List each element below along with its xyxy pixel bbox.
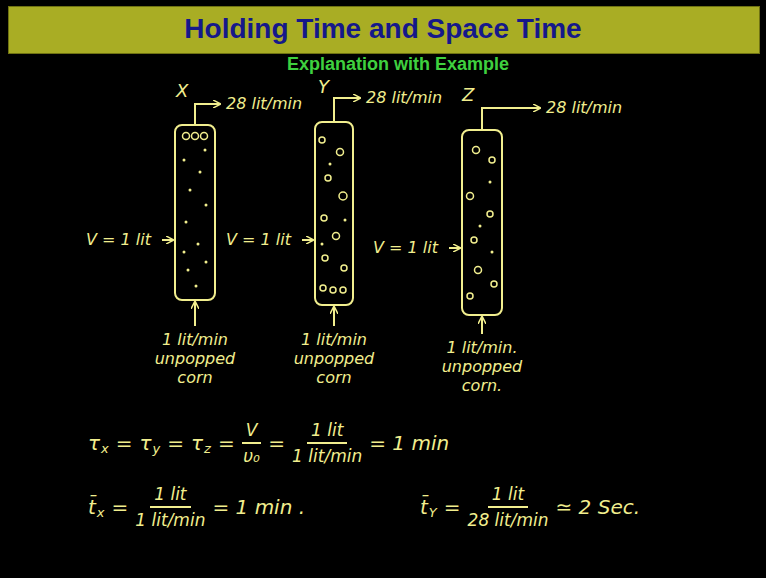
reactor-tube <box>315 122 353 305</box>
denominator: 1 lit/min <box>292 444 362 466</box>
fraction: 1 lit1 lit/min <box>292 420 362 466</box>
fraction: 1 lit1 lit/min <box>135 484 205 530</box>
denominator: 1 lit/min <box>135 508 205 530</box>
numerator: V <box>242 420 262 444</box>
denominator: 28 lit/min <box>468 508 549 530</box>
inlet-arrow <box>194 302 196 326</box>
outlet-arrow <box>195 104 220 125</box>
volume-label: V = 1 lit <box>86 230 151 249</box>
denominator: υ₀ <box>243 444 260 466</box>
numerator: 1 lit <box>488 484 528 508</box>
outflow-rate: 28 lit/min <box>366 88 442 107</box>
slide-title: Holding Time and Space Time <box>184 13 581 45</box>
symbol: τ <box>140 431 152 455</box>
subscripted-symbol: τx <box>88 431 109 455</box>
symbol: τ <box>191 431 203 455</box>
fraction: Vυ₀ <box>242 420 262 466</box>
subscript: Y <box>429 505 437 520</box>
equation-text: = <box>444 495 461 519</box>
numerator: 1 lit <box>307 420 347 444</box>
subscripted-symbol: t̄Y <box>420 495 437 519</box>
outlet-arrow <box>482 108 540 130</box>
inlet-arrow <box>481 317 483 334</box>
unpopped-corn <box>183 149 494 288</box>
subtitle: Explanation with Example <box>287 54 509 75</box>
subscript: z <box>204 441 211 456</box>
inlet-arrow <box>333 307 335 326</box>
volume-arrow <box>302 239 313 241</box>
symbol: τ <box>88 431 100 455</box>
equation-text: = <box>116 431 133 455</box>
outlet-arrow <box>334 98 360 122</box>
subscripted-symbol: t̄x <box>88 495 105 519</box>
reactor-name: Y <box>318 76 329 98</box>
equation-text: = 1 min . <box>212 495 305 519</box>
popped-corn <box>183 133 498 300</box>
volume-label: V = 1 lit <box>226 230 291 249</box>
feed-label: 1 lit/min unpopped corn <box>281 330 387 388</box>
subscript: x <box>97 505 105 520</box>
volume-arrow <box>449 247 460 249</box>
equation-row: t̄x=1 lit1 lit/min= 1 min . <box>88 484 305 530</box>
volume-label: V = 1 lit <box>373 238 438 257</box>
subscripted-symbol: τy <box>140 431 161 455</box>
outflow-rate: 28 lit/min <box>226 94 302 113</box>
reactor-tube <box>462 130 502 315</box>
reactor-name: X <box>176 80 188 102</box>
equation-text: = <box>268 431 285 455</box>
subscripted-symbol: τz <box>191 431 211 455</box>
subscript: y <box>153 441 161 456</box>
feed-label: 1 lit/min unpopped corn <box>142 330 248 388</box>
reactor-name: Z <box>462 84 474 106</box>
equation-text: = <box>218 431 235 455</box>
fraction: 1 lit28 lit/min <box>468 484 549 530</box>
numerator: 1 lit <box>150 484 190 508</box>
equation-text: ≃ 2 Sec. <box>556 495 641 519</box>
feed-label: 1 lit/min. unpopped corn. <box>429 338 535 396</box>
subscript: x <box>101 441 109 456</box>
symbol: t̄ <box>420 495 428 519</box>
volume-arrow <box>162 239 173 241</box>
equation-text: = 1 min <box>369 431 449 455</box>
equation-row: τx=τy=τz=Vυ₀=1 lit1 lit/min= 1 min <box>88 420 449 466</box>
outflow-rate: 28 lit/min <box>546 98 622 117</box>
equation-text: = <box>112 495 129 519</box>
equation-text: = <box>167 431 184 455</box>
reactor-tube <box>175 125 215 300</box>
equation-row: t̄Y = 1 lit28 lit/min ≃ 2 Sec. <box>420 484 640 530</box>
symbol: t̄ <box>88 495 96 519</box>
